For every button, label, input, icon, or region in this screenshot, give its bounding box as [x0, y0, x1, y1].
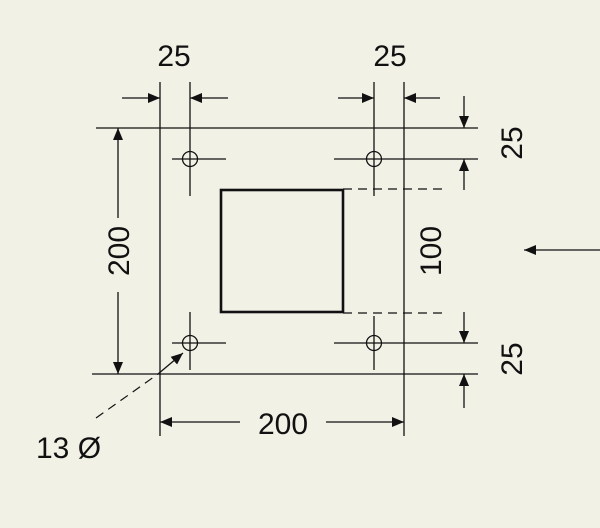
dim-inner-square-label: 100 [415, 226, 448, 276]
dim-overall-width-label: 200 [258, 408, 308, 441]
callout-leader-arrow [157, 352, 184, 375]
dim-top-left-label: 25 [157, 40, 190, 73]
holes [181, 150, 383, 352]
callout-leader-dashed [95, 373, 159, 419]
dim-right-top: 25 [459, 96, 529, 190]
dim-overall-height-label: 200 [103, 226, 136, 276]
hole-callout-label: 13 Ø [36, 432, 101, 465]
crosshair-circle-icon [181, 150, 199, 168]
inner-square [219, 188, 345, 314]
dim-top-right: 25 [338, 40, 440, 103]
crosshair-circle-icon [365, 150, 383, 168]
dim-overall-width: 200 [160, 408, 404, 441]
dim-top-right-label: 25 [373, 40, 406, 73]
dim-top-left: 25 [122, 40, 228, 103]
dim-right-top-label: 25 [496, 126, 529, 159]
crosshair-circle-icon [181, 334, 199, 352]
dim-overall-height: 200 [103, 128, 136, 374]
hole-callout: 13 Ø [36, 352, 184, 465]
dim-right-bottom: 25 [459, 312, 529, 408]
dim-right-bottom-label: 25 [496, 342, 529, 375]
crosshair-circle-icon [365, 334, 383, 352]
plate-outline [92, 82, 478, 436]
